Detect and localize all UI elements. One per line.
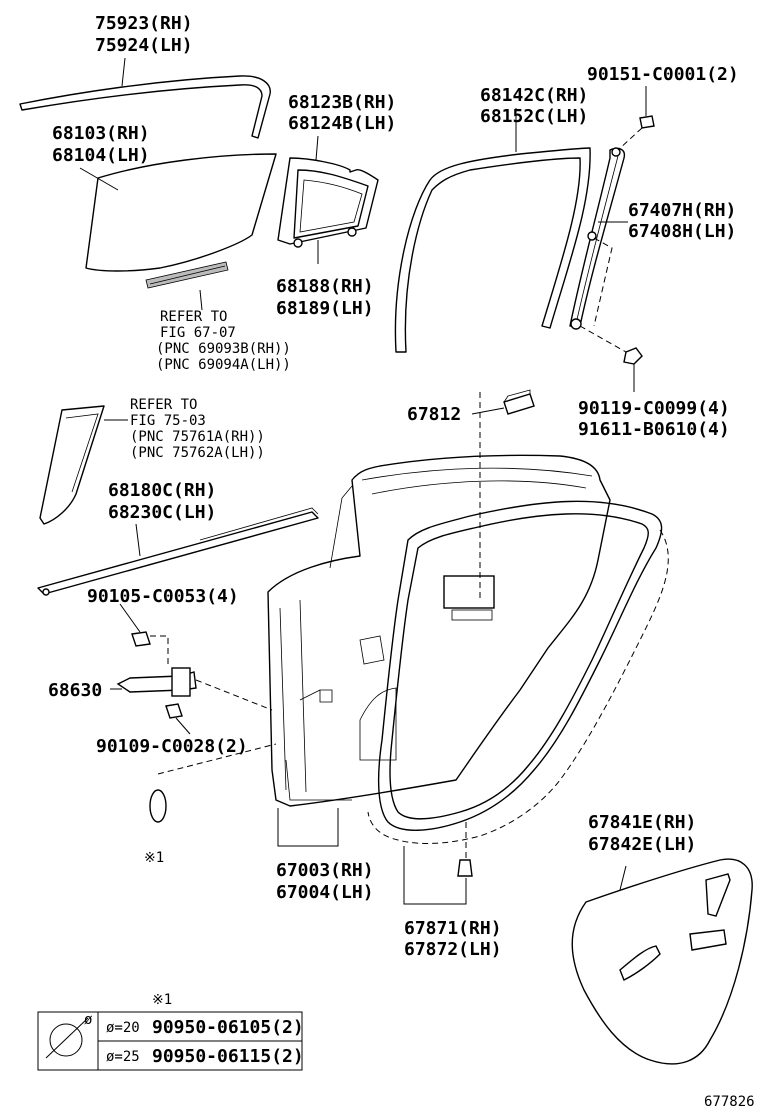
- label-68189: 68189(LH): [276, 298, 374, 319]
- service-hole-cover-67841e: [571, 858, 753, 1065]
- dash-hole-plug: [157, 743, 277, 775]
- legend-size-1: ø=20: [106, 1020, 140, 1036]
- label-68103: 68103(RH): [52, 123, 150, 144]
- label-67842e: 67842E(LH): [588, 834, 696, 855]
- label-68152c: 68152C(LH): [480, 106, 588, 127]
- refer-fig67-line1: REFER TO: [160, 309, 227, 325]
- refer-fig75-line1: REFER TO: [130, 397, 197, 413]
- door-check-68630: [116, 667, 197, 697]
- label-note-mark: ※1: [144, 850, 164, 866]
- bolt-90151: [639, 86, 655, 129]
- bolt-90105: [119, 603, 151, 647]
- quarter-window-68123b: [277, 157, 379, 245]
- clip-67871: [457, 859, 473, 877]
- bracket-67871: [403, 846, 467, 905]
- label-68188: 68188(RH): [276, 276, 374, 297]
- glass-run-68142c: [394, 147, 591, 353]
- glass-run-channel-68188: [293, 227, 357, 248]
- refer-fig67-line4: (PNC 69094A(LH)): [156, 357, 291, 373]
- label-67872: 67872(LH): [404, 939, 502, 960]
- refer-fig75-line4: (PNC 75762A(LH)): [130, 445, 265, 461]
- label-90119: 90119-C0099(4): [578, 398, 730, 419]
- label-68180c: 68180C(RH): [108, 480, 216, 501]
- dash-67407h: [593, 237, 613, 327]
- label-67003: 67003(RH): [276, 860, 374, 881]
- label-68104: 68104(LH): [52, 145, 150, 166]
- refer-fig67-line3: (PNC 69093B(RH)): [156, 341, 291, 357]
- label-90151: 90151-C0001(2): [587, 64, 739, 85]
- dash-68630: [195, 679, 273, 711]
- door-weatherstrip-67871: [367, 500, 669, 844]
- dash-90151: [617, 127, 643, 151]
- label-68230c: 68230C(LH): [108, 502, 216, 523]
- dash-90119: [579, 325, 627, 353]
- label-68630: 68630: [48, 680, 102, 701]
- division-bar-trim: [39, 405, 105, 525]
- legend-size-2: ø=25: [106, 1049, 140, 1065]
- legend-table: ø: [37, 1011, 303, 1071]
- figure-id: 677826: [704, 1094, 755, 1110]
- label-75923: 75923(RH): [95, 13, 193, 34]
- dash-90105: [150, 635, 169, 668]
- legend-part-2: 90950-06115(2): [152, 1046, 304, 1067]
- label-67812: 67812: [407, 404, 461, 425]
- bolt-90119: [623, 347, 643, 392]
- door-glass-68103: [85, 153, 277, 289]
- label-67407h: 67407H(RH): [628, 200, 736, 221]
- label-67871: 67871(RH): [404, 918, 502, 939]
- bolt-90109: [165, 703, 191, 735]
- refer-fig75-line3: (PNC 75761A(RH)): [130, 429, 265, 445]
- label-75924: 75924(LH): [95, 35, 193, 56]
- refer-fig67-line2: FIG 67-07: [160, 325, 236, 341]
- door-panel-67003: [267, 454, 611, 807]
- label-67841e: 67841E(RH): [588, 812, 696, 833]
- label-67408h: 67408H(LH): [628, 221, 736, 242]
- rear-sash-67407h: [569, 147, 626, 330]
- label-90109: 90109-C0028(2): [96, 736, 248, 757]
- label-68123b: 68123B(RH): [288, 92, 396, 113]
- label-90105: 90105-C0053(4): [87, 586, 239, 607]
- leader-68123b: [315, 135, 319, 161]
- bracket-67003: [277, 808, 339, 847]
- roof-molding-75923: [19, 75, 271, 139]
- legend-part-1: 90950-06105(2): [152, 1017, 304, 1038]
- leader-67841e: [619, 865, 627, 891]
- belt-molding-68180c: [37, 507, 319, 596]
- legend-title: ※1: [152, 992, 172, 1008]
- pad-67812: [503, 389, 535, 415]
- label-91611: 91611-B0610(4): [578, 419, 730, 440]
- label-67004: 67004(LH): [276, 882, 374, 903]
- hole-plug: [149, 789, 167, 823]
- label-68142c: 68142C(RH): [480, 85, 588, 106]
- leader-68103: [79, 167, 119, 191]
- refer-fig75-line2: FIG 75-03: [130, 413, 206, 429]
- label-68124b: 68124B(LH): [288, 113, 396, 134]
- leader-refer1: [199, 289, 203, 311]
- svg-text:ø: ø: [84, 1012, 93, 1028]
- leader-68180c: [135, 523, 141, 557]
- leader-75923: [121, 57, 126, 87]
- leader-67812: [471, 407, 505, 415]
